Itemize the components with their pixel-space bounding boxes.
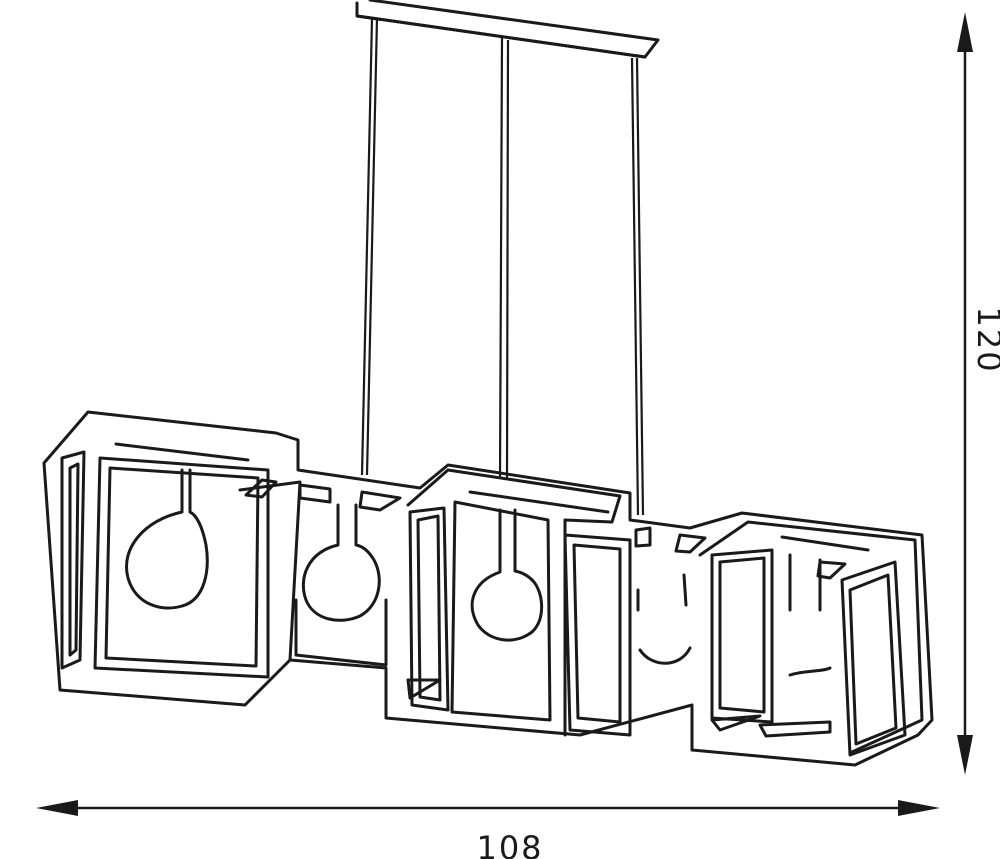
- bulb-3: [470, 508, 544, 642]
- width-label: 108: [476, 829, 543, 859]
- bulbs: [125, 468, 832, 677]
- bulb-5: [788, 553, 832, 677]
- width-dimension: [36, 800, 940, 816]
- bulb-2: [301, 503, 381, 622]
- bulb-4: [636, 573, 692, 665]
- lamp-frame: [42, 410, 934, 767]
- bulb-1: [125, 468, 209, 610]
- suspension-cables: [360, 17, 645, 516]
- ceiling-canopy: [355, 0, 660, 59]
- height-dimension: [957, 12, 973, 775]
- height-label: 120: [970, 306, 1000, 373]
